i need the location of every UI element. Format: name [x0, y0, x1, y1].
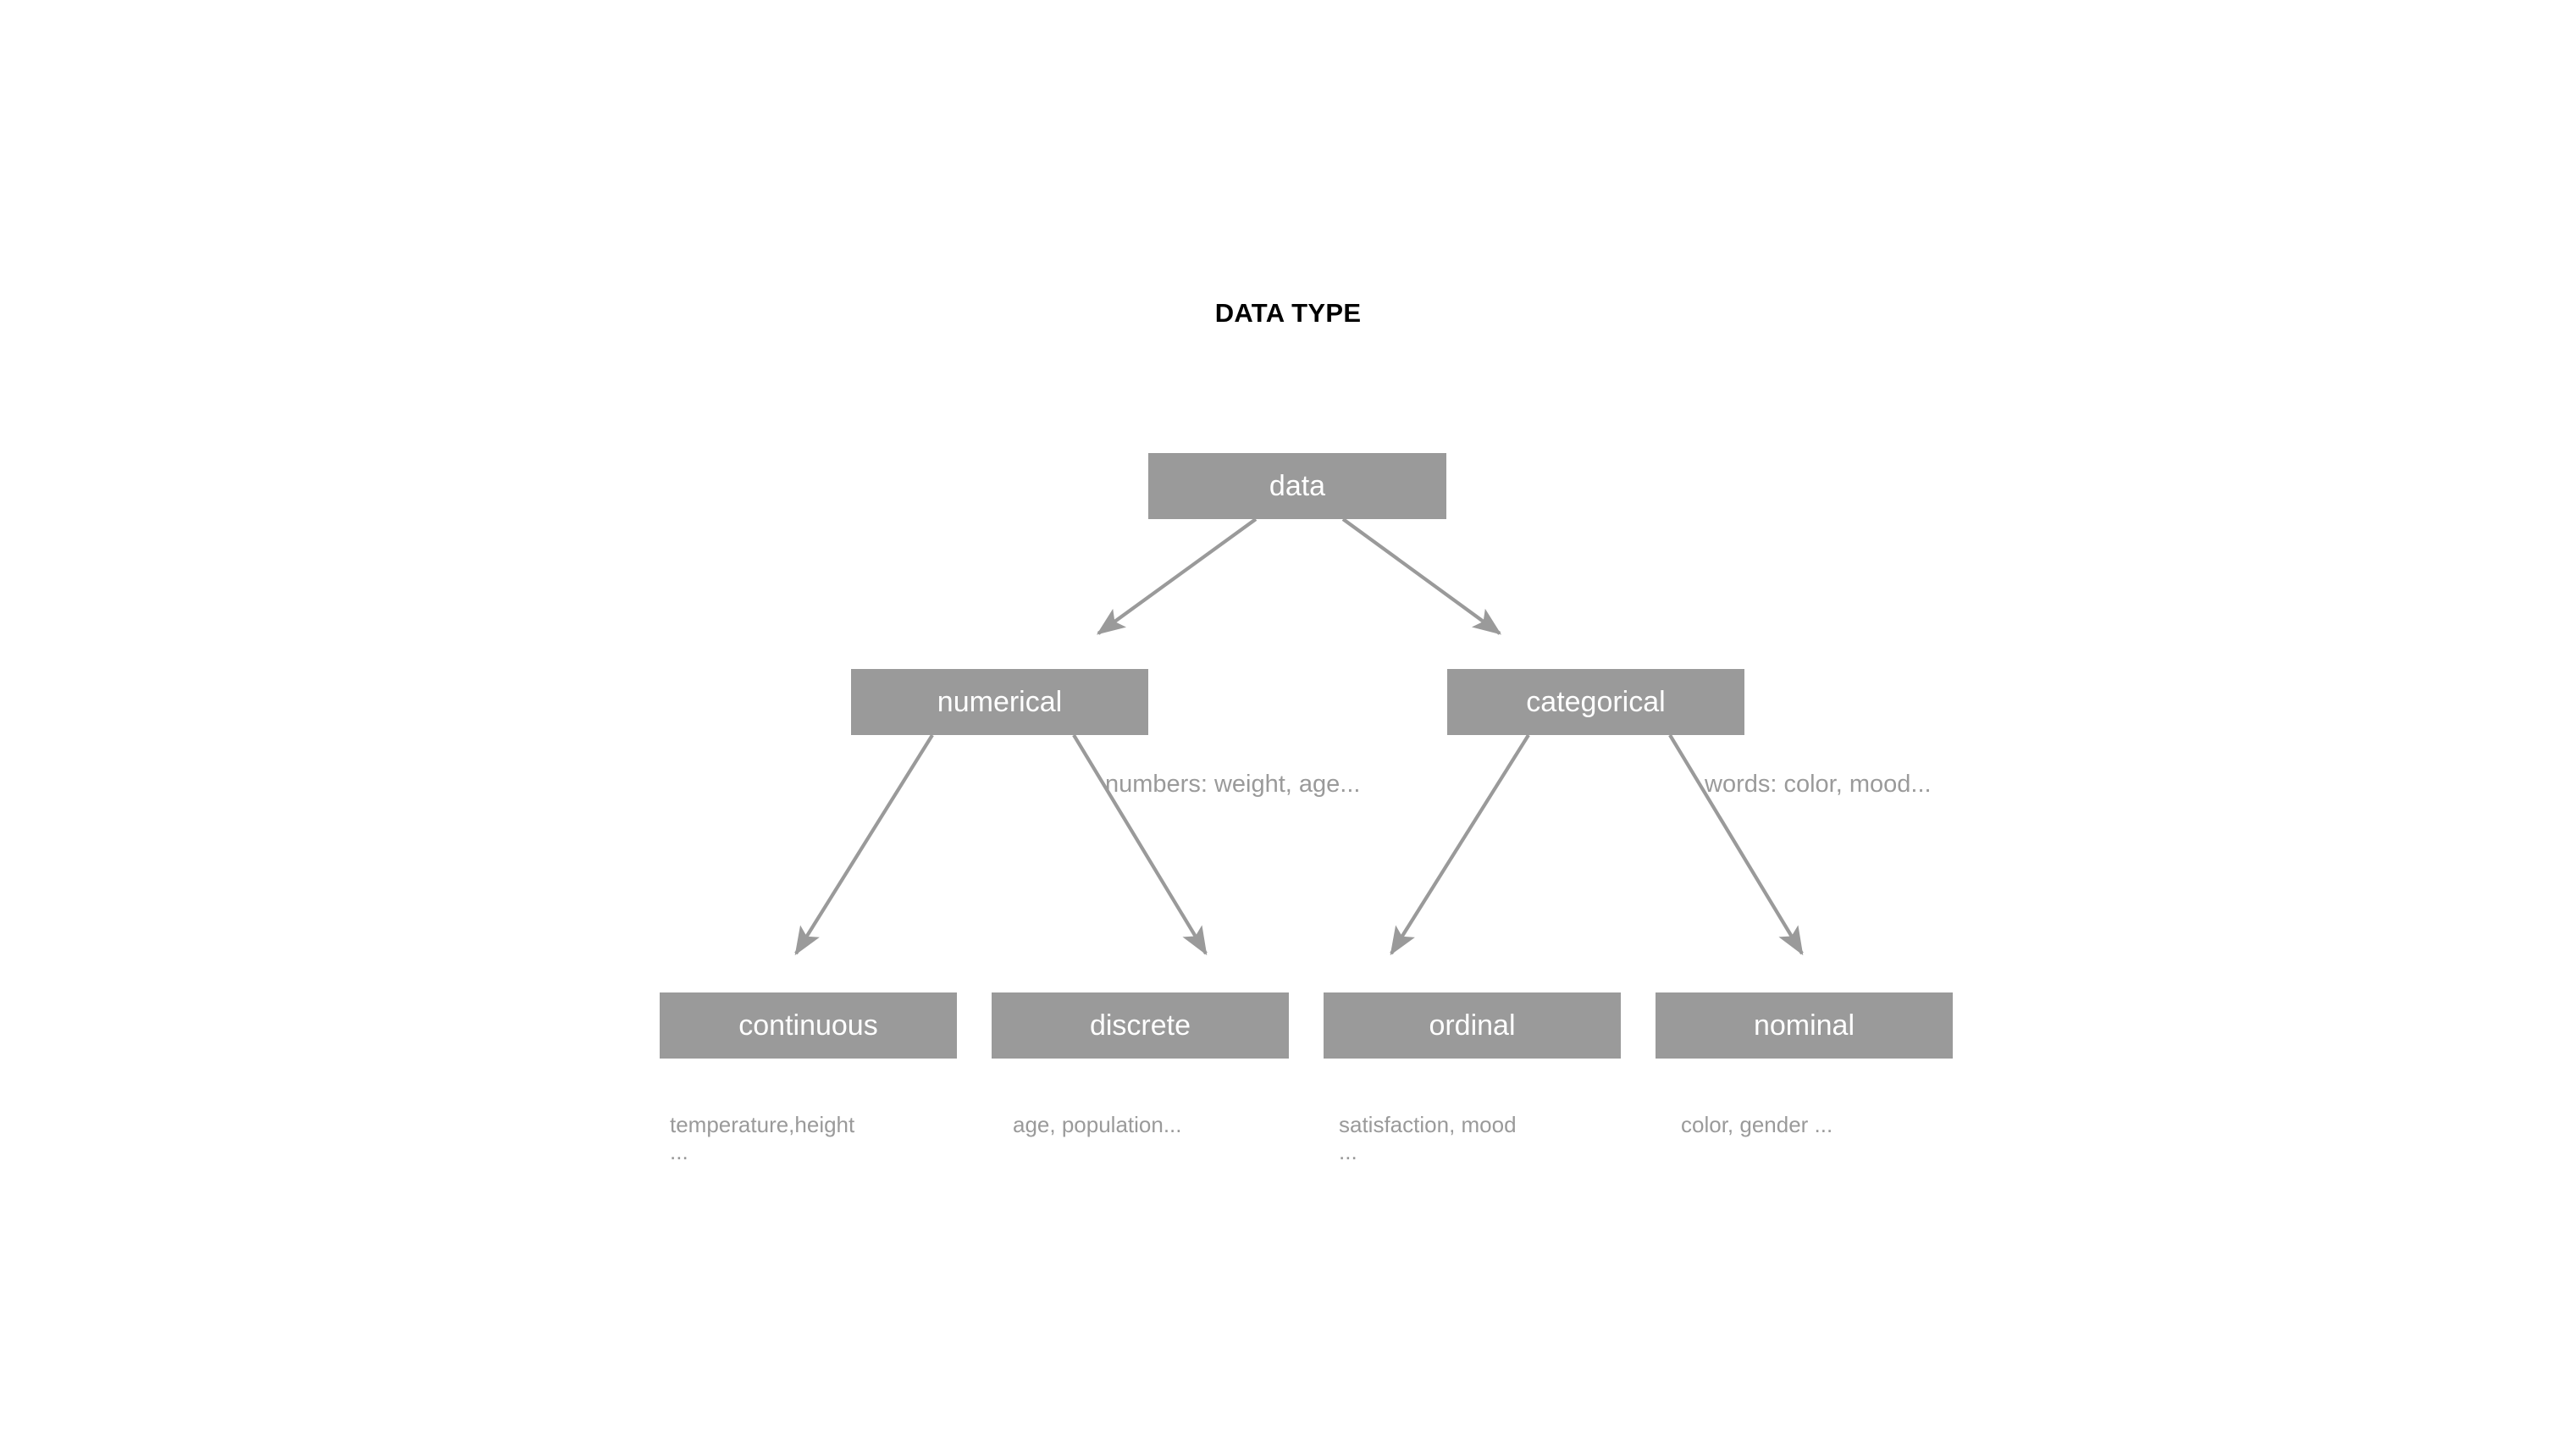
- edge-label-categorical: words: color, mood...: [1705, 771, 1932, 798]
- edge-data-to-categorical: [1341, 517, 1502, 635]
- caption-nominal-line1: color, gender ...: [1681, 1112, 1833, 1137]
- edge-label-numerical: numbers: weight, age...: [1105, 771, 1361, 798]
- node-nominal[interactable]: nominal: [1656, 992, 1953, 1059]
- node-numerical[interactable]: numerical: [851, 669, 1148, 735]
- node-discrete[interactable]: discrete: [992, 992, 1289, 1059]
- page-title: DATA TYPE: [1214, 298, 1362, 328]
- caption-ordinal-line1: satisfaction, mood: [1339, 1112, 1517, 1137]
- caption-ordinal-line2: ...: [1339, 1138, 1357, 1164]
- caption-nominal: color, gender ...: [1681, 1112, 1960, 1139]
- caption-continuous-line1: temperature,height: [670, 1112, 855, 1137]
- node-nominal-label: nominal: [1753, 1009, 1855, 1042]
- node-ordinal[interactable]: ordinal: [1324, 992, 1621, 1059]
- caption-continuous-line2: ...: [670, 1138, 688, 1164]
- caption-ordinal: satisfaction, mood ...: [1339, 1112, 1618, 1165]
- edge-categorical-to-ordinal: [1390, 733, 1530, 956]
- edge-categorical-to-nominal: [1668, 733, 1804, 956]
- node-continuous-label: continuous: [738, 1009, 878, 1042]
- node-data-label: data: [1269, 470, 1326, 502]
- node-continuous[interactable]: continuous: [660, 992, 957, 1059]
- node-data[interactable]: data: [1148, 453, 1446, 519]
- edge-numerical-to-continuous: [794, 733, 934, 956]
- node-ordinal-label: ordinal: [1429, 1009, 1516, 1042]
- node-categorical-label: categorical: [1526, 686, 1666, 718]
- node-numerical-label: numerical: [937, 686, 1063, 718]
- node-categorical[interactable]: categorical: [1447, 669, 1744, 735]
- edge-numerical-to-discrete: [1072, 733, 1208, 956]
- node-discrete-label: discrete: [1089, 1009, 1191, 1042]
- edge-data-to-numerical: [1096, 517, 1258, 635]
- caption-continuous: temperature,height ...: [670, 1112, 949, 1165]
- caption-discrete-line1: age, population...: [1013, 1112, 1182, 1137]
- caption-discrete: age, population...: [1013, 1112, 1292, 1139]
